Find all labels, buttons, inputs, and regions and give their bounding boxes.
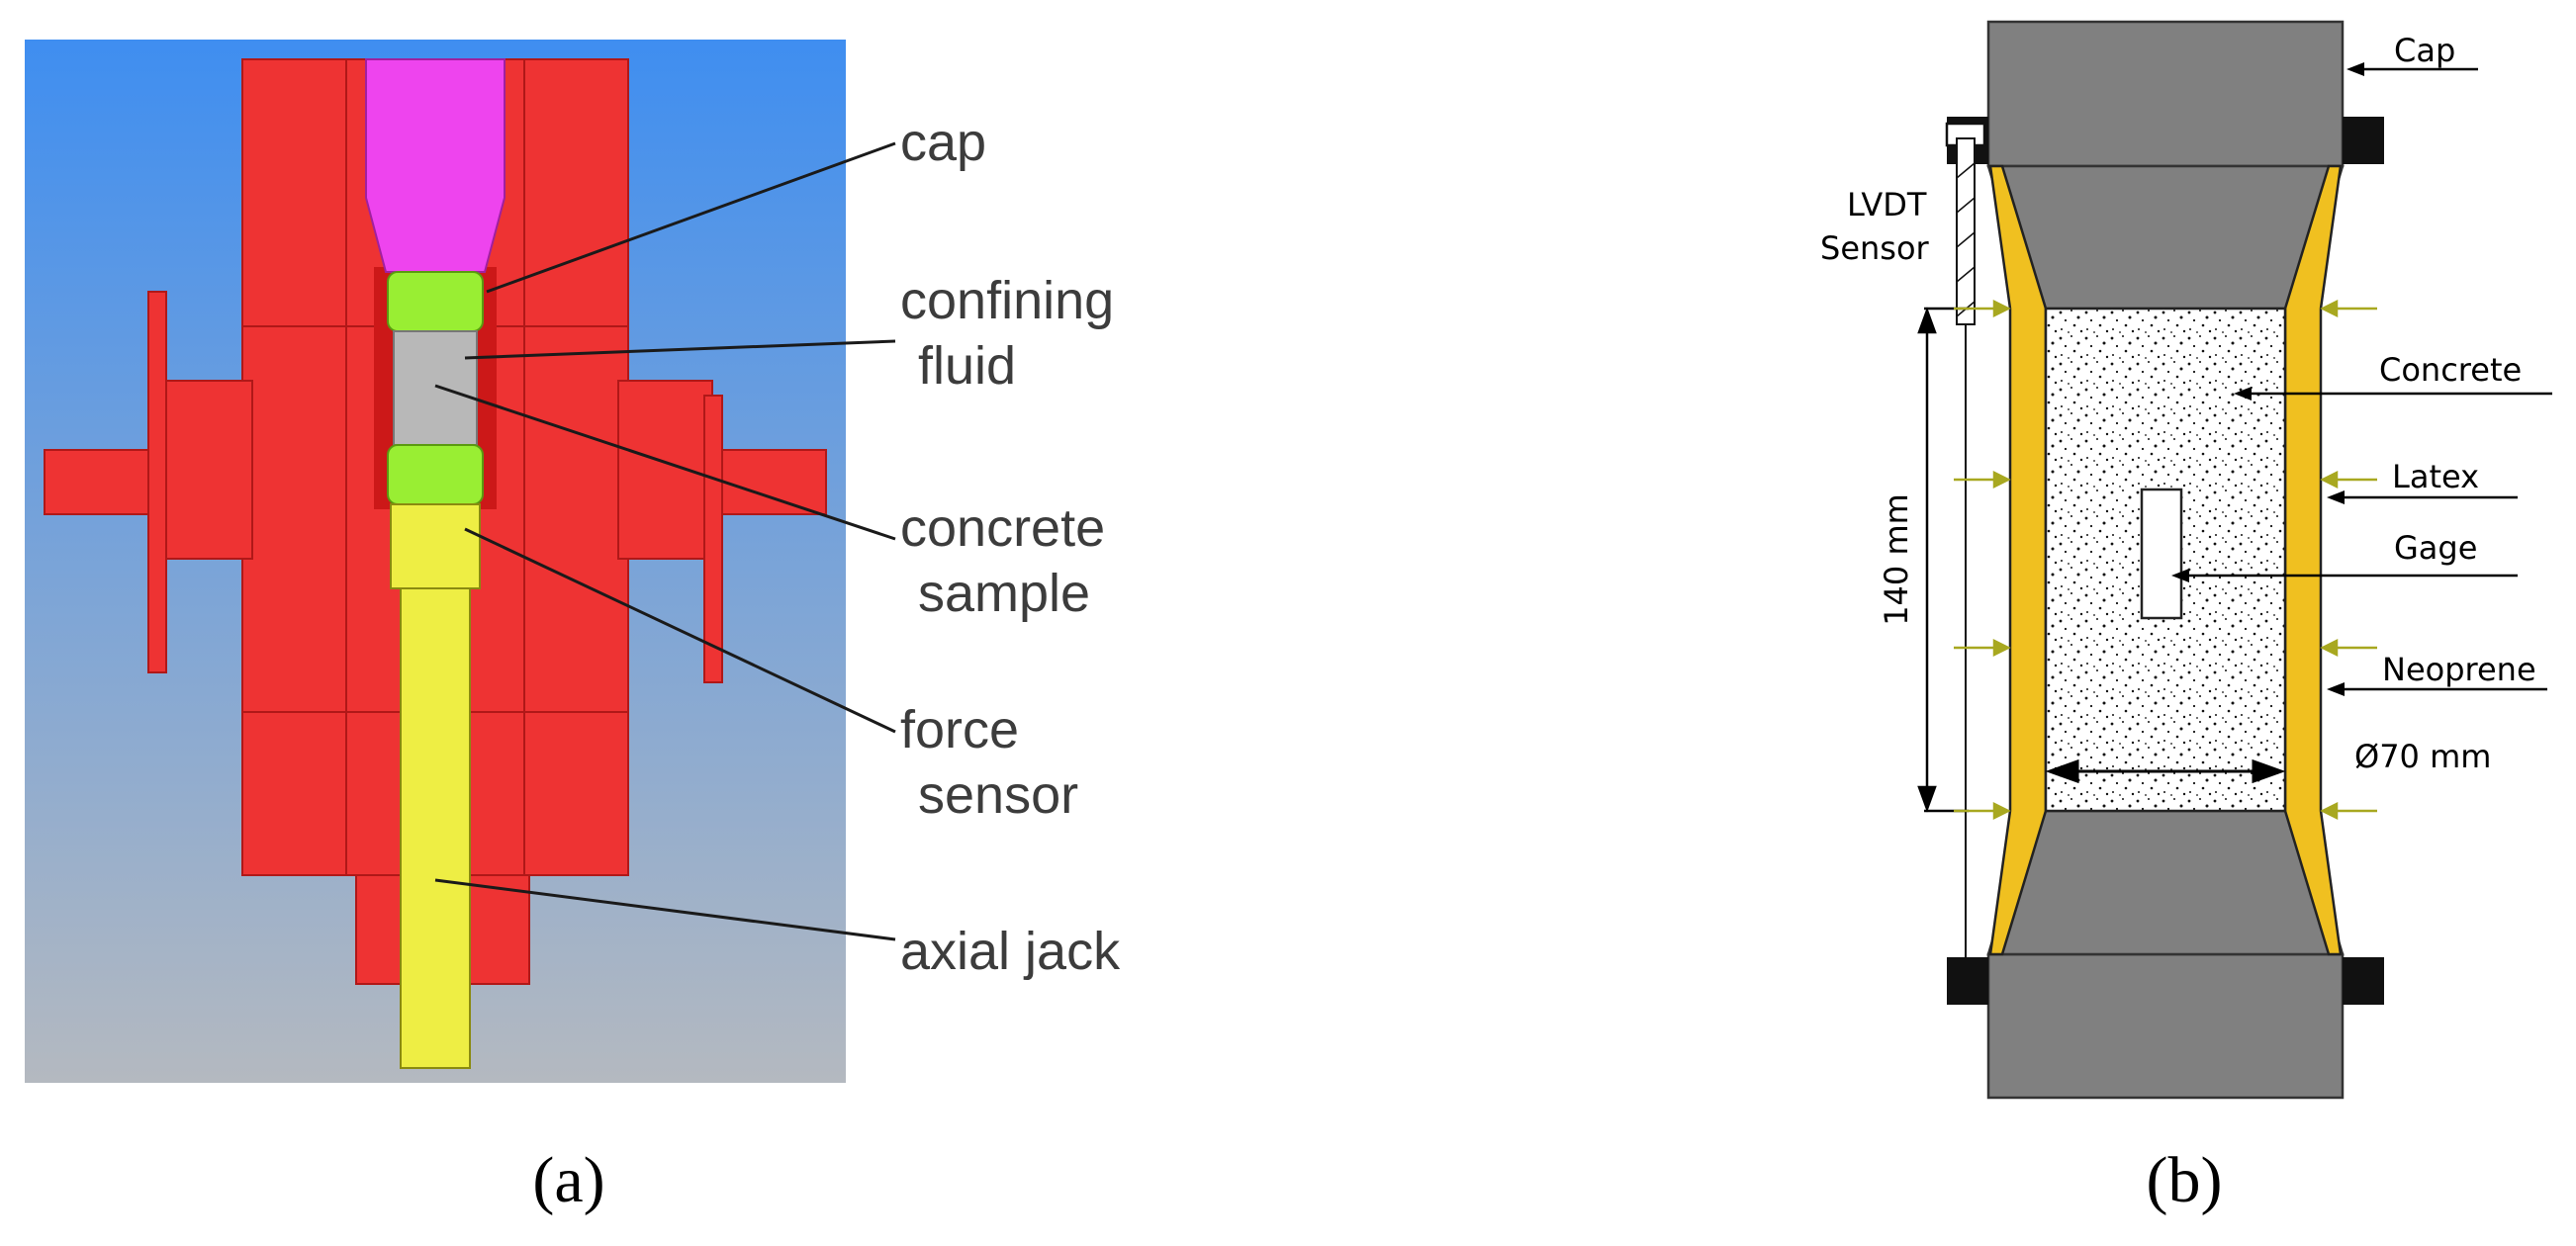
leader-axial-jack [434, 878, 896, 941]
caption-b: (b) [2147, 1144, 2223, 1216]
label-latex: Latex [2392, 458, 2479, 495]
label-force-line1: force [900, 700, 1019, 759]
axial-jack-shape [400, 587, 471, 1069]
top-taper [1986, 164, 2345, 311]
concrete-sample-shape [393, 330, 478, 446]
label-cap-b: Cap [2394, 32, 2455, 69]
panel-b: 140 mm Ø70 mm [1820, 20, 2552, 1216]
lower-end-piece [387, 444, 484, 505]
label-axial-jack: axial jack [900, 922, 1121, 981]
height-dimension [1917, 307, 1969, 813]
panel-a: cap confining fluid concrete sample forc… [25, 40, 1121, 1216]
caption-a: (a) [532, 1144, 604, 1216]
label-cap: cap [900, 113, 986, 172]
force-sensor-shape [390, 503, 481, 589]
pressure-arrows [1954, 299, 2377, 821]
label-lvdt-line1: LVDT [1847, 186, 1927, 223]
lvdt-hatch [1956, 162, 1976, 317]
strain-gage [2140, 488, 2183, 620]
label-confining-line2: fluid [918, 336, 1016, 396]
label-neoprene: Neoprene [2382, 651, 2536, 688]
leader-concrete-sample [434, 384, 896, 541]
label-confining-line1: confining [900, 271, 1114, 330]
label-concrete-line1: concrete [900, 498, 1105, 558]
diameter-dimension [2045, 758, 2286, 784]
collar-bottom-right [2343, 957, 2384, 1005]
leader-cap [486, 141, 896, 294]
leaders-b [2171, 62, 2552, 696]
label-force-line2: sensor [918, 765, 1078, 825]
bottom-taper [1986, 809, 2345, 956]
cap-piece [365, 58, 506, 273]
label-concrete-b: Concrete [2379, 351, 2522, 389]
upper-end-piece [387, 271, 484, 332]
collar-top-right [2343, 117, 2384, 164]
label-gage: Gage [2394, 529, 2477, 567]
top-cap [1986, 20, 2345, 168]
bottom-cap [1986, 952, 2345, 1100]
leader-force-sensor [464, 527, 896, 734]
label-diameter: Ø70 mm [2354, 738, 2491, 775]
leader-confining-fluid [464, 339, 896, 360]
collar-bottom-left [1947, 957, 1988, 1005]
membrane-left [1988, 164, 2048, 956]
label-lvdt-line2: Sensor [1820, 229, 1930, 267]
label-height: 140 mm [1878, 493, 1915, 626]
membrane-right [2283, 164, 2343, 956]
label-concrete-line2: sample [918, 564, 1090, 623]
